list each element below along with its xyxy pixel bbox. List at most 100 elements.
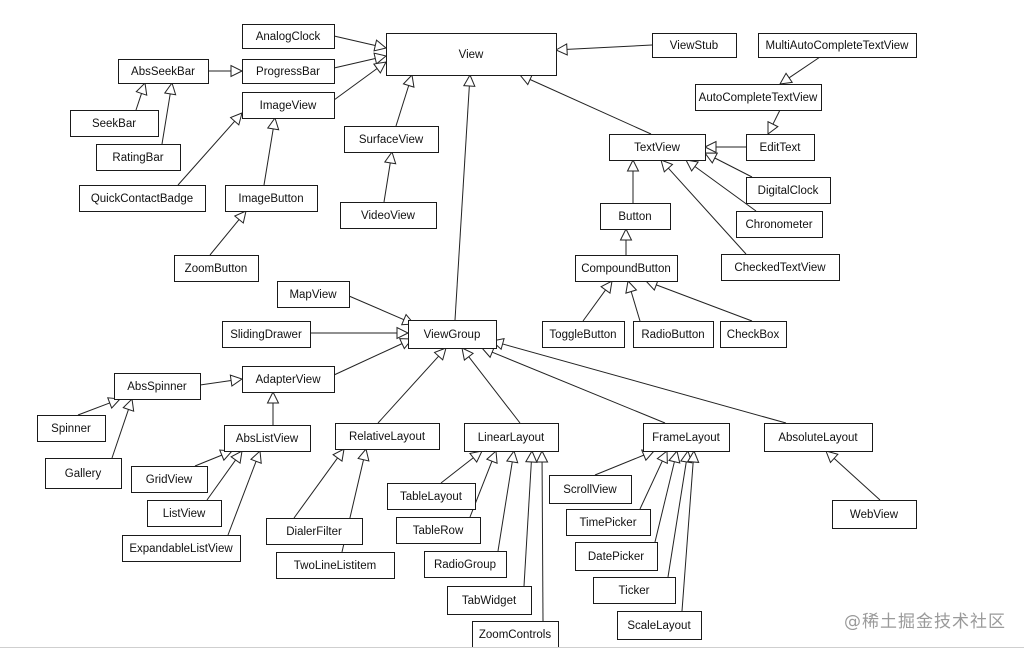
edge-frame-layout-to-view-group bbox=[480, 346, 666, 424]
node-ticker: Ticker bbox=[593, 577, 676, 604]
node-toggle-button: ToggleButton bbox=[542, 321, 625, 348]
node-zoom-controls: ZoomControls bbox=[472, 621, 559, 648]
node-label: ProgressBar bbox=[256, 66, 320, 78]
edge-line bbox=[772, 109, 781, 125]
node-label: VideoView bbox=[361, 210, 416, 222]
node-abs-spinner: AbsSpinner bbox=[114, 373, 201, 400]
edge-line bbox=[333, 57, 376, 69]
bottom-divider bbox=[0, 647, 1024, 648]
inheritance-arrowhead-icon bbox=[373, 39, 388, 52]
edge-abs-seek-bar-to-progress-bar bbox=[208, 64, 244, 78]
edge-ticker-to-frame-layout bbox=[667, 449, 693, 578]
edge-zoom-controls-to-linear-layout bbox=[535, 449, 549, 622]
edge-compound-button-to-button bbox=[619, 227, 633, 255]
edge-analog-clock-to-view bbox=[333, 35, 388, 52]
node-box bbox=[617, 611, 702, 640]
edge-line bbox=[293, 457, 338, 519]
node-box bbox=[386, 33, 557, 76]
edge-line bbox=[566, 44, 653, 50]
node-box bbox=[387, 483, 476, 510]
edge-grid-view-to-abs-list-view bbox=[194, 449, 234, 467]
node-label: WebView bbox=[850, 509, 899, 521]
node-absolute-layout: AbsoluteLayout bbox=[764, 423, 873, 452]
inheritance-arrowhead-icon bbox=[767, 120, 779, 136]
node-label: RadioButton bbox=[641, 329, 704, 341]
node-label: DigitalClock bbox=[758, 185, 819, 197]
edge-line bbox=[377, 355, 439, 424]
node-label: ImageView bbox=[260, 100, 317, 112]
inheritance-arrowhead-icon bbox=[266, 116, 280, 131]
node-box bbox=[600, 203, 671, 230]
edge-image-button-to-image-view bbox=[263, 116, 280, 186]
node-table-layout: TableLayout bbox=[387, 483, 476, 510]
node-relative-layout: RelativeLayout bbox=[335, 423, 440, 450]
node-map-view: MapView bbox=[277, 281, 350, 308]
node-label: MapView bbox=[289, 289, 337, 301]
inheritance-arrowhead-icon bbox=[668, 449, 681, 464]
node-box bbox=[633, 321, 714, 348]
inheritance-edges bbox=[77, 35, 881, 622]
node-label: CheckedTextView bbox=[734, 262, 826, 274]
inheritance-arrowhead-icon bbox=[402, 73, 415, 88]
node-list-view: ListView bbox=[147, 500, 222, 527]
edge-surface-view-to-view bbox=[395, 73, 415, 127]
edge-progress-bar-to-view bbox=[333, 52, 388, 69]
node-label: View bbox=[459, 49, 484, 61]
node-box bbox=[118, 59, 209, 84]
node-tab-widget: TabWidget bbox=[447, 586, 532, 615]
inheritance-arrowhead-icon bbox=[619, 227, 633, 241]
node-table-row: TableRow bbox=[396, 517, 481, 544]
node-label: AbsoluteLayout bbox=[778, 432, 858, 444]
node-label: ListView bbox=[163, 508, 206, 520]
edge-line bbox=[502, 343, 787, 424]
node-box bbox=[96, 144, 181, 171]
edge-line bbox=[529, 79, 652, 135]
node-compound-button: CompoundButton bbox=[575, 255, 678, 282]
node-label: TwoLineListitem bbox=[294, 560, 376, 572]
node-label: ScaleLayout bbox=[627, 620, 691, 632]
node-label: RadioGroup bbox=[434, 559, 496, 571]
node-expandable-list-view: ExpandableListView bbox=[122, 535, 241, 562]
edge-line bbox=[383, 162, 391, 203]
node-box bbox=[447, 586, 532, 615]
edge-dialer-filter-to-relative-layout bbox=[293, 448, 345, 519]
inheritance-arrowhead-icon bbox=[229, 112, 243, 126]
node-label: GridView bbox=[146, 474, 193, 486]
node-label: RelativeLayout bbox=[349, 431, 426, 443]
edge-button-to-text-view bbox=[626, 158, 640, 203]
edge-line bbox=[497, 461, 513, 552]
edge-line bbox=[630, 291, 641, 322]
inheritance-arrowhead-icon bbox=[554, 43, 568, 56]
node-box bbox=[222, 321, 311, 348]
node-box bbox=[114, 373, 201, 400]
node-view-group: ViewGroup bbox=[408, 320, 497, 349]
node-label: ViewGroup bbox=[424, 329, 481, 341]
node-label: Ticker bbox=[619, 585, 650, 597]
inheritance-arrowhead-icon bbox=[525, 449, 538, 463]
node-box bbox=[472, 621, 559, 648]
node-box bbox=[224, 425, 311, 452]
edge-abs-spinner-to-adapter-view bbox=[199, 374, 244, 387]
node-box bbox=[695, 84, 822, 111]
inheritance-arrowhead-icon bbox=[373, 52, 388, 65]
watermark: @稀土掘金技术社区 bbox=[844, 612, 1006, 632]
edge-chronometer-to-text-view bbox=[685, 159, 757, 212]
node-label: CompoundButton bbox=[581, 263, 671, 275]
inheritance-arrowhead-icon bbox=[535, 449, 549, 463]
edge-web-view-to-absolute-layout bbox=[825, 450, 881, 501]
node-scroll-view: ScrollView bbox=[549, 475, 632, 504]
node-date-picker: DatePicker bbox=[575, 542, 658, 571]
node-label: ToggleButton bbox=[549, 329, 616, 341]
node-label: RatingBar bbox=[112, 152, 163, 164]
node-label: ScrollView bbox=[563, 484, 617, 496]
class-nodes: ViewAnalogClockProgressBarAbsSeekBarSeek… bbox=[37, 24, 917, 648]
node-box bbox=[758, 33, 917, 58]
node-label: AbsListView bbox=[236, 433, 299, 445]
node-label: DialerFilter bbox=[286, 526, 342, 538]
node-frame-layout: FrameLayout bbox=[643, 423, 730, 452]
node-label: SlidingDrawer bbox=[230, 329, 302, 341]
node-box bbox=[242, 92, 335, 119]
edge-radio-group-to-linear-layout bbox=[497, 449, 519, 552]
edge-line bbox=[206, 459, 237, 501]
node-box bbox=[652, 33, 737, 58]
